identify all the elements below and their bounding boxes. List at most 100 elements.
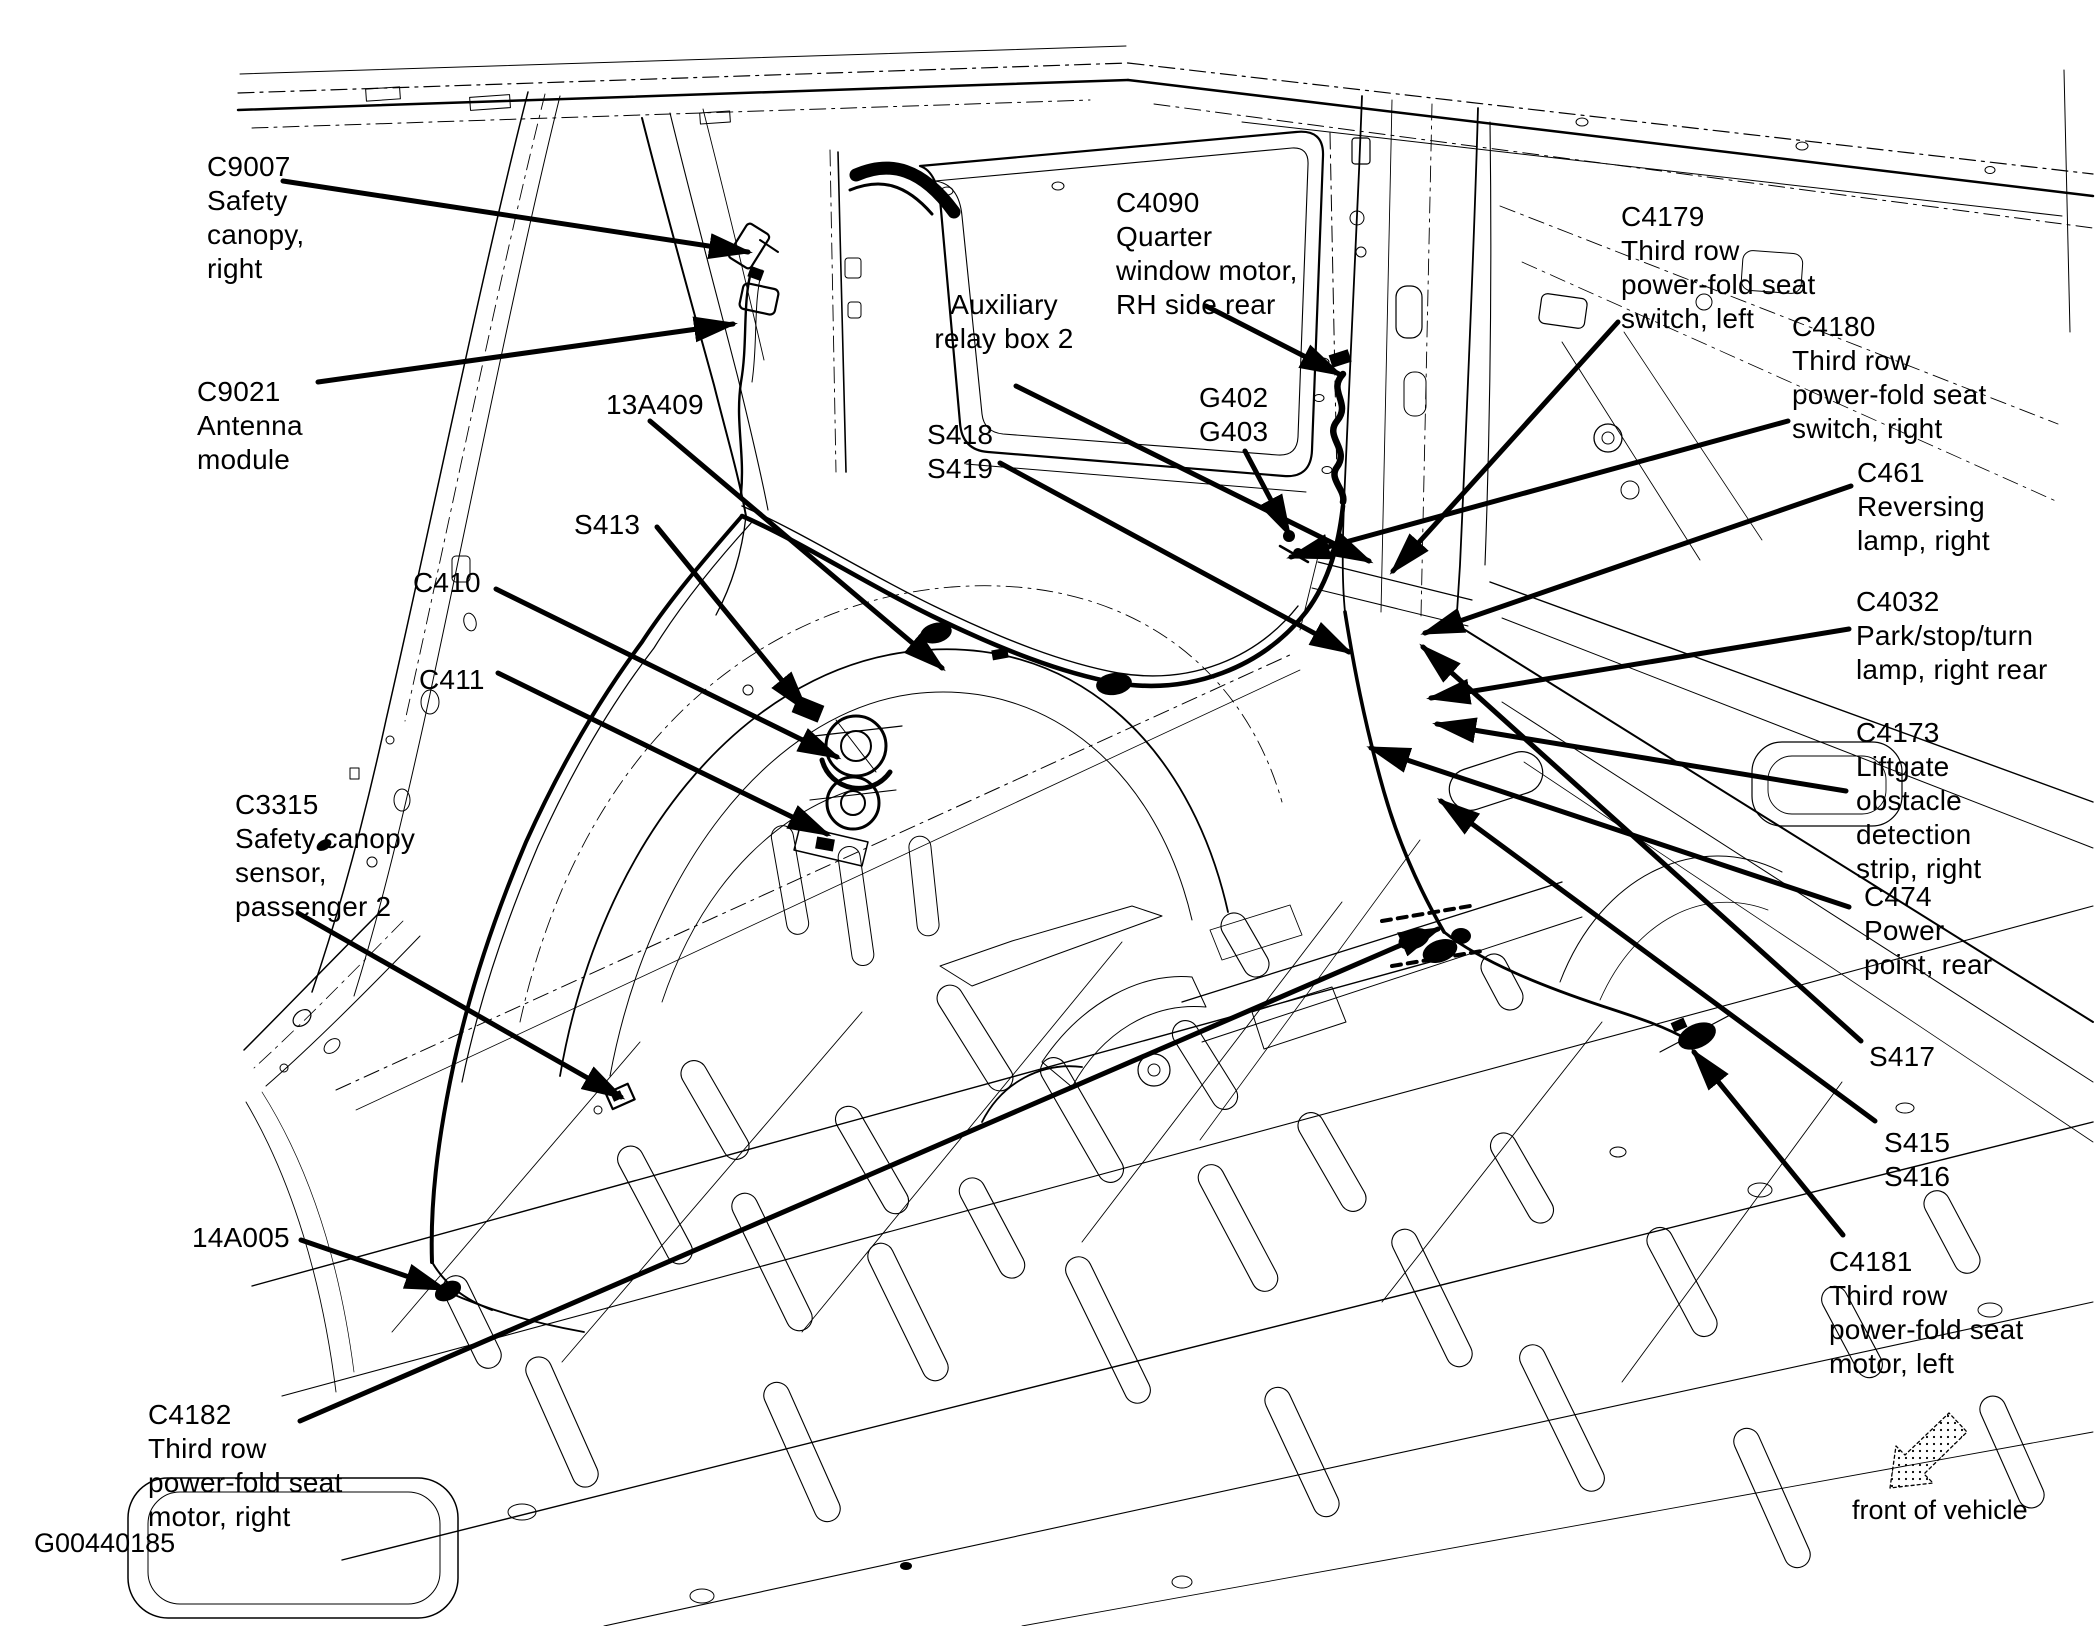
callout-line: Safety — [207, 185, 288, 216]
callout-line: switch, right — [1792, 413, 1943, 444]
callout-line: C4179 — [1621, 201, 1705, 232]
callout-line: C4180 — [1792, 311, 1876, 342]
leader-s417 — [1419, 643, 1864, 1044]
leader-14a005 — [298, 1237, 449, 1292]
leader-s413 — [654, 524, 810, 714]
callout-line: 14A005 — [192, 1222, 290, 1253]
callout-line: Safety canopy — [235, 823, 416, 854]
callout-line: power-fold seat — [1621, 269, 1816, 300]
callout-line: Auxiliary — [950, 289, 1058, 320]
callout-s413: S413 — [574, 508, 640, 542]
callout-line: C3315 — [235, 789, 319, 820]
callout-s417: S417 — [1869, 1040, 1935, 1074]
callout-line: obstacle — [1856, 785, 1962, 816]
leader-13a409 — [647, 418, 946, 672]
callout-line: power-fold seat — [1829, 1314, 2024, 1345]
quarter-window — [848, 130, 1325, 493]
leader-c4032 — [1426, 626, 1852, 705]
rocker-sill — [243, 905, 421, 1393]
callout-line: S413 — [574, 509, 641, 540]
left-body-pillar — [311, 91, 561, 997]
leader-c4181 — [1690, 1048, 1846, 1238]
callout-c410: C410 — [413, 566, 481, 600]
leader-c3315 — [295, 910, 626, 1100]
callout-line: power-fold seat — [148, 1467, 343, 1498]
callout-line: C4182 — [148, 1399, 232, 1430]
callout-line: window motor, — [1116, 255, 1298, 286]
leader-c4173 — [1432, 717, 1849, 794]
callout-line: switch, left — [1621, 303, 1755, 334]
callout-line: C4173 — [1856, 717, 1940, 748]
leader-c461 — [1420, 483, 1854, 636]
callout-line: point, rear — [1864, 949, 1993, 980]
callout-13a409: 13A409 — [606, 388, 704, 422]
callout-line: relay box 2 — [934, 323, 1074, 354]
callout-line: Reversing — [1857, 491, 1985, 522]
figure-id: G00440185 — [34, 1528, 176, 1558]
callout-line: Park/stop/turn — [1856, 620, 2034, 651]
front-of-vehicle-label: front of vehicle — [1852, 1495, 2028, 1525]
callout-line: strip, right — [1856, 853, 1982, 884]
callout-line: Third row — [1829, 1280, 1948, 1311]
leader-aux-relay-box-2 — [1013, 383, 1374, 564]
leader-c9007 — [280, 178, 753, 259]
leader-s418-s419 — [997, 460, 1354, 655]
callout-line: Third row — [148, 1433, 267, 1464]
callout-14a005: 14A005 — [192, 1221, 290, 1255]
callout-line: Quarter — [1116, 221, 1213, 252]
callout-line: S416 — [1884, 1161, 1951, 1192]
right-body-side — [1448, 121, 2094, 1023]
leader-s415-s416 — [1436, 798, 1878, 1124]
callout-line: sensor, — [235, 857, 327, 888]
leader-c410 — [493, 586, 842, 760]
callout-line: passenger 2 — [235, 891, 392, 922]
callout-line: C411 — [419, 664, 485, 695]
callout-line: 13A409 — [606, 389, 704, 420]
leader-c4090 — [1203, 303, 1344, 377]
callout-line: Third row — [1621, 235, 1740, 266]
leader-c4179 — [1389, 319, 1621, 575]
callout-line: Antenna — [197, 410, 303, 441]
callout-leader-lines — [280, 178, 1878, 1424]
callout-line: S417 — [1869, 1041, 1936, 1072]
callout-line: S419 — [927, 453, 994, 484]
callout-line: motor, left — [1829, 1348, 1955, 1379]
callout-line: G402 — [1199, 382, 1269, 413]
c-pillar — [641, 108, 862, 616]
roof-rail — [236, 45, 2095, 333]
leader-g402-g403 — [1242, 448, 1292, 539]
leader-c4180 — [1286, 418, 1791, 560]
floor-pan — [127, 653, 2094, 1626]
callout-line: C4032 — [1856, 586, 1940, 617]
callout-line: canopy, — [207, 219, 305, 250]
callout-line: C4181 — [1829, 1246, 1913, 1277]
callout-line: power-fold seat — [1792, 379, 1987, 410]
callout-line: S415 — [1884, 1127, 1951, 1158]
callout-line: detection — [1856, 819, 1972, 850]
callout-line: C9007 — [207, 151, 291, 182]
callout-line: C4090 — [1116, 187, 1200, 218]
callout-line: lamp, right — [1857, 525, 1990, 556]
callout-line: Third row — [1792, 345, 1911, 376]
callout-line: S418 — [927, 419, 994, 450]
callout-line: Power — [1864, 915, 1945, 946]
callout-line: RH side rear — [1116, 289, 1276, 320]
callout-c411: C411 — [419, 663, 485, 697]
